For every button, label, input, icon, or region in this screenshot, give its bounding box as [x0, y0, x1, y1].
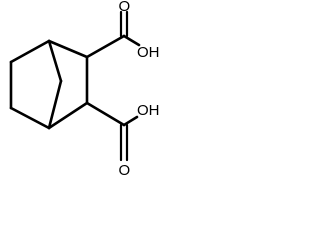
- bond-c-oh-top: [122, 34, 141, 47]
- carboxyl-group-top: O OH: [85, 0, 160, 61]
- bond-c2-carboxyl-c: [85, 34, 126, 59]
- bond-c3-carboxyl-c: [85, 101, 126, 127]
- atom-o-bottom: O: [119, 162, 131, 178]
- atom-oh-bottom: OH: [137, 102, 160, 119]
- norbornane-ring: [9, 39, 89, 130]
- molecule-structure: O OH OH O: [9, 0, 160, 178]
- bond-c3-c4: [47, 101, 89, 130]
- bond-c4-c5: [9, 106, 51, 130]
- bond-c1-c7: [47, 39, 63, 83]
- carboxyl-group-bottom: OH O: [85, 101, 160, 178]
- atom-oh-top: OH: [137, 44, 160, 61]
- atom-o-top: O: [119, 0, 131, 15]
- bond-c1-c2: [47, 39, 89, 59]
- bond-c7-c4: [47, 79, 63, 130]
- bond-c6-c1: [9, 39, 51, 64]
- bond-c-oh-bottom: [122, 115, 139, 127]
